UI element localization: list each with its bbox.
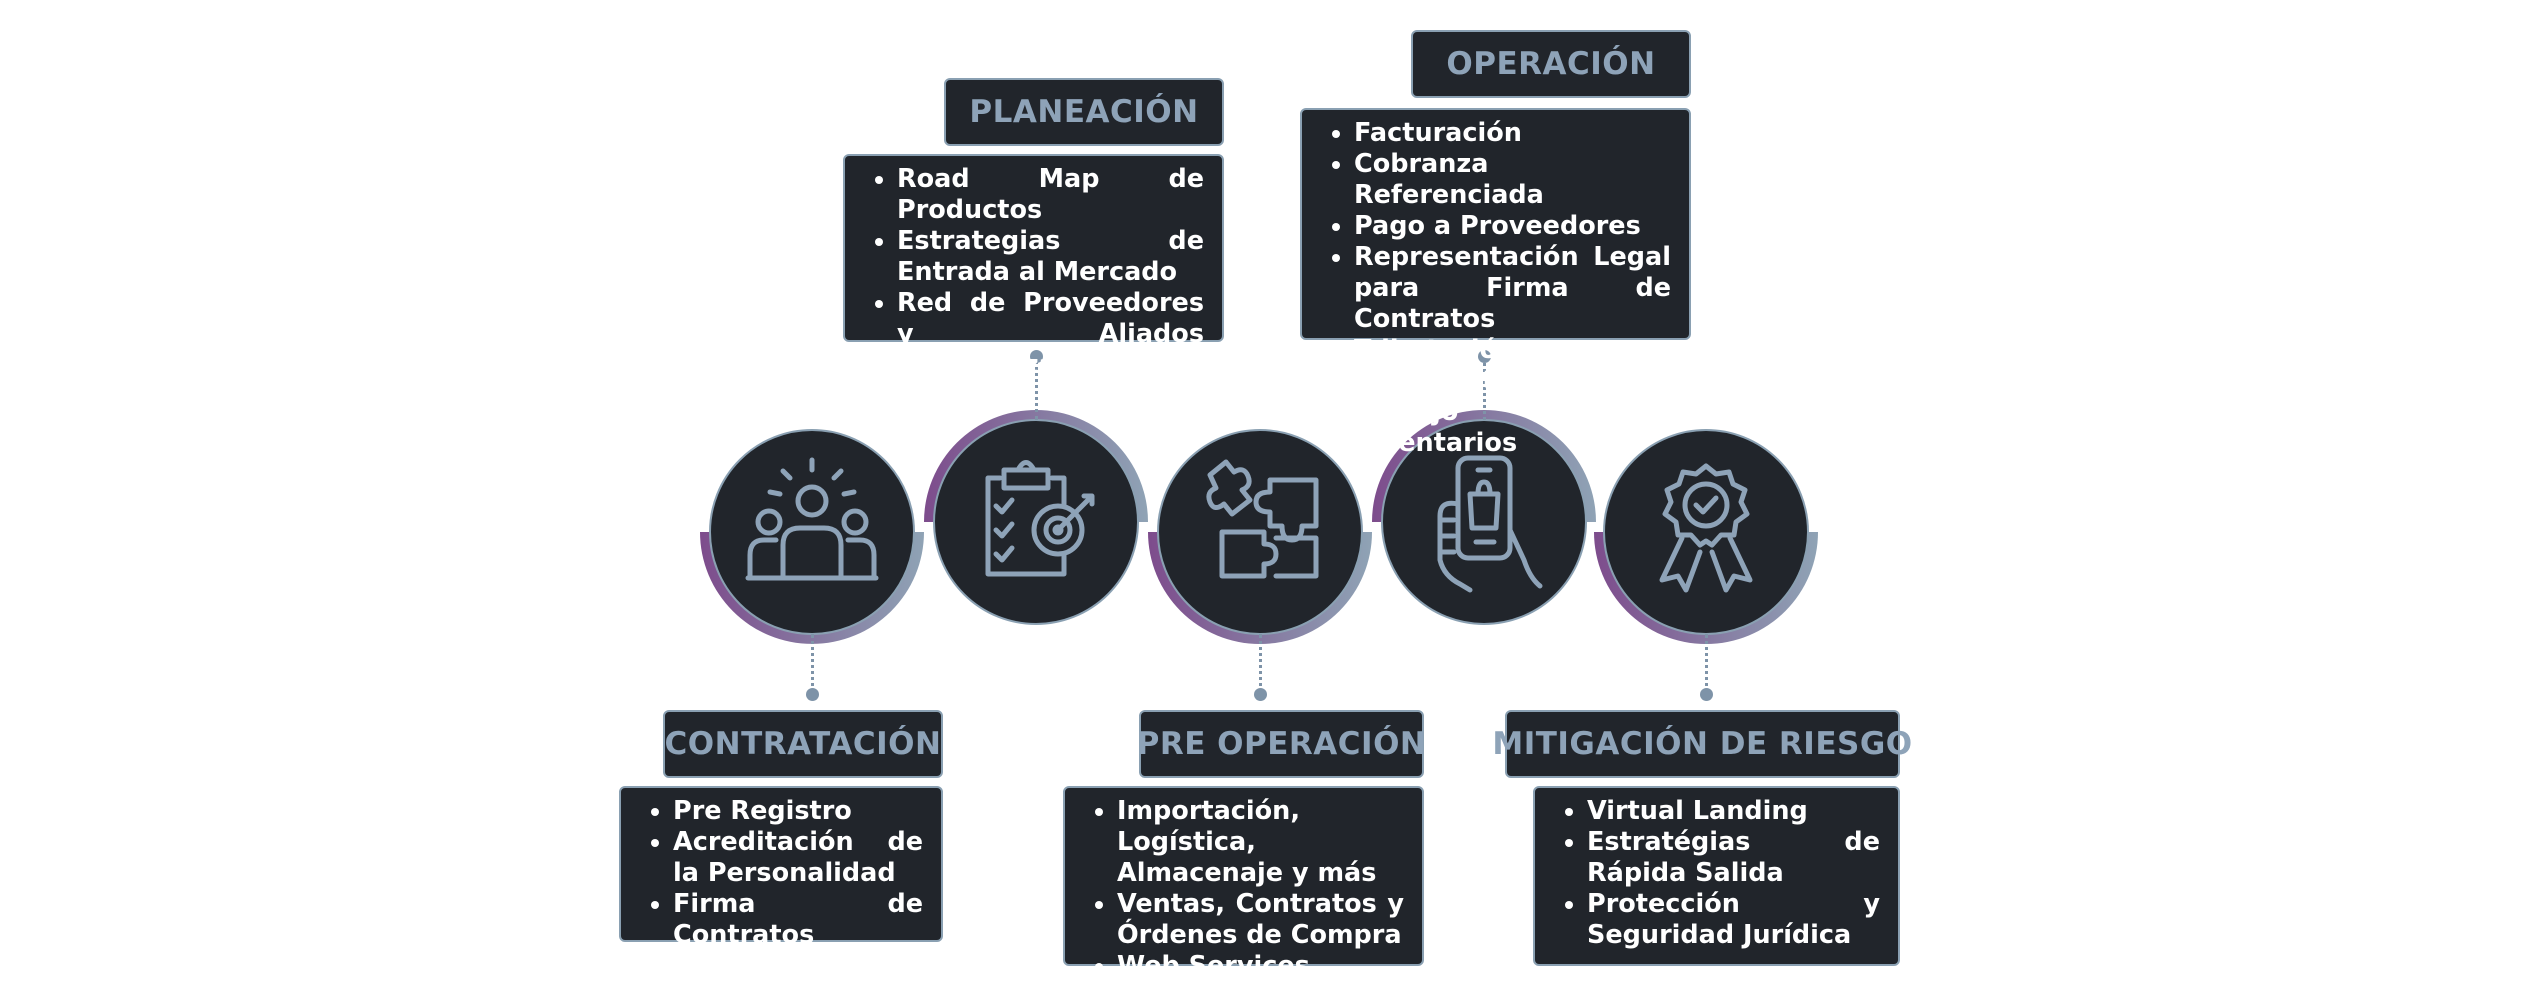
stage-title-text: PRE OPERACIÓN bbox=[1136, 726, 1427, 762]
connector-planeacion bbox=[1035, 360, 1038, 420]
circle-operacion bbox=[1372, 410, 1596, 625]
list-item: Red de Proveedores y Aliados Especializa… bbox=[897, 288, 1204, 381]
list-item: Estratégias de Rápida Salida bbox=[1587, 827, 1880, 889]
list-item: Importación, Logística, Almacenaje y más bbox=[1117, 796, 1404, 889]
smartphone-shopping-icon bbox=[1437, 455, 1543, 593]
connector-operacion bbox=[1483, 358, 1486, 420]
stage-title-text: PLANEACIÓN bbox=[969, 94, 1199, 130]
list-item: Estrategias de Entrada al Mercado bbox=[897, 226, 1204, 288]
connector-pre-operacion bbox=[1259, 634, 1262, 694]
list-item: Road Map de Productos bbox=[897, 164, 1204, 226]
stage-title-pre-operacion: PRE OPERACIÓN bbox=[1136, 710, 1427, 778]
award-badge-icon bbox=[1659, 463, 1753, 593]
list-item: Cobranza Referenciada bbox=[1354, 149, 1671, 211]
list-item: Tributación Inteligente bbox=[1354, 335, 1671, 397]
stage-list-operacion: Facturación Cobranza Referenciada Pago a… bbox=[1300, 108, 1691, 458]
connector-dot bbox=[1700, 688, 1713, 701]
circle-mitigacion bbox=[1594, 429, 1818, 644]
list-item: Pago a Proveedores bbox=[1354, 211, 1671, 242]
connector-contratacion bbox=[811, 634, 814, 694]
stage-list-planeacion: Road Map de Productos Estrategias de Ent… bbox=[843, 154, 1224, 380]
stage-list-pre-operacion: Importación, Logística, Almacenaje y más… bbox=[1063, 786, 1424, 981]
connector-dot bbox=[1030, 350, 1043, 363]
stage-title-planeacion: PLANEACIÓN bbox=[944, 78, 1224, 146]
stage-list-mitigacion: Virtual Landing Estratégias de Rápida Sa… bbox=[1533, 786, 1900, 966]
list-item: Acreditación de la Personalidad bbox=[673, 827, 923, 889]
connector-dot bbox=[1478, 350, 1491, 363]
circle-pre-operacion bbox=[1148, 429, 1372, 644]
stage-title-text: OPERACIÓN bbox=[1446, 46, 1656, 82]
stage-list-contratacion: Pre Registro Acreditación de la Personal… bbox=[619, 786, 943, 950]
puzzle-pieces-icon bbox=[1206, 459, 1319, 579]
team-people-icon bbox=[745, 457, 879, 581]
list-item: Manejo de Inventarios bbox=[1354, 397, 1671, 459]
connector-dot bbox=[806, 688, 819, 701]
stage-title-text: MITIGACIÓN DE RIESGO bbox=[1492, 726, 1913, 762]
stage-title-text: CONTRATACIÓN bbox=[664, 726, 942, 762]
list-item: Pre Registro bbox=[673, 796, 923, 827]
list-item: Ventas, Contratos y Órdenes de Compra bbox=[1117, 889, 1404, 951]
circle-contratacion bbox=[700, 429, 924, 644]
list-item: Virtual Landing bbox=[1587, 796, 1880, 827]
list-item: Representación Legal para Firma de Contr… bbox=[1354, 242, 1671, 335]
stage-title-operacion: OPERACIÓN bbox=[1411, 30, 1691, 98]
connector-mitigacion bbox=[1705, 634, 1708, 694]
circle-planeacion bbox=[924, 410, 1148, 625]
clipboard-target-icon bbox=[985, 460, 1095, 577]
list-item: Facturación bbox=[1354, 118, 1671, 149]
stage-title-mitigacion: MITIGACIÓN DE RIESGO bbox=[1492, 710, 1912, 778]
list-item: Web Services bbox=[1117, 951, 1404, 982]
stage-title-contratacion: CONTRATACIÓN bbox=[663, 710, 943, 778]
list-item: Protección y Seguridad Jurídica bbox=[1587, 889, 1880, 951]
list-item: Firma de Contratos bbox=[673, 889, 923, 951]
connector-dot bbox=[1254, 688, 1267, 701]
